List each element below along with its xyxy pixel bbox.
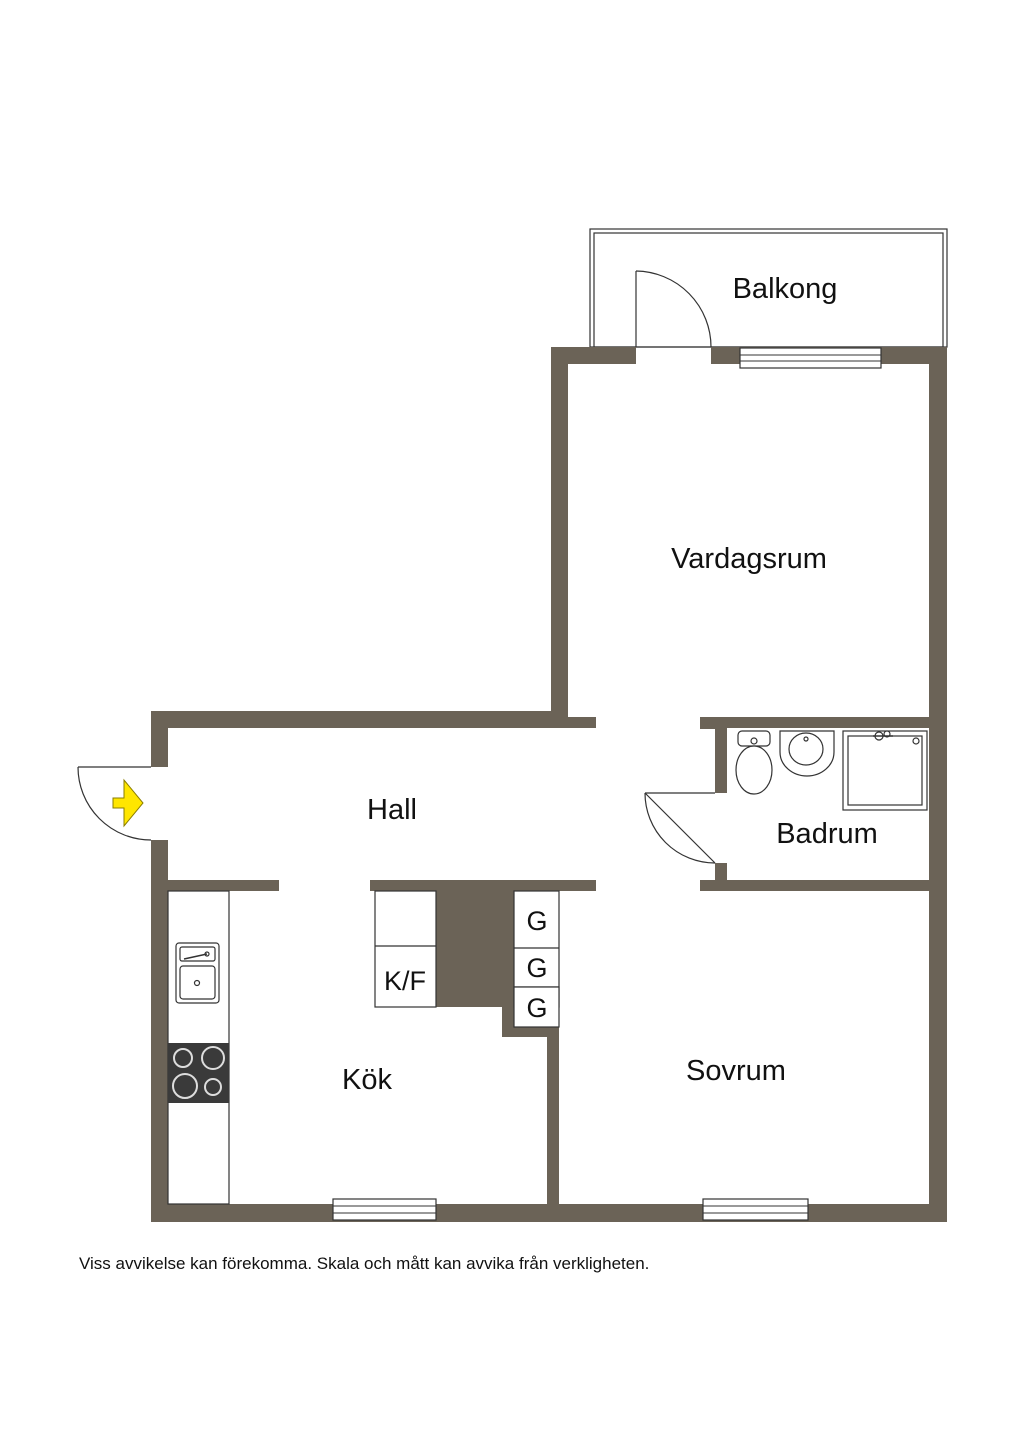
entrance-door xyxy=(77,766,152,841)
sink-icon xyxy=(175,942,220,1004)
room-label-sovrum: Sovrum xyxy=(686,1055,786,1087)
window-sovrum xyxy=(702,1198,809,1221)
window-kok xyxy=(332,1198,437,1221)
room-label-balkong: Balkong xyxy=(733,273,838,305)
wardrobes xyxy=(513,890,560,1028)
closet-label-wardrobe-3: G xyxy=(526,993,547,1023)
bathroom-door xyxy=(644,792,716,864)
room-label-hall: Hall xyxy=(367,794,417,826)
closet-label-wardrobe-2: G xyxy=(526,953,547,983)
closet-label-wardrobe-1: G xyxy=(526,906,547,936)
entrance-arrow-icon xyxy=(112,778,144,828)
window-vardagsrum xyxy=(739,347,882,369)
toilet-icon xyxy=(735,730,773,795)
room-label-vardagsrum: Vardagsrum xyxy=(671,543,827,575)
shower-icon xyxy=(842,730,928,811)
room-label-kok: Kök xyxy=(342,1064,392,1096)
washbasin-icon xyxy=(779,730,835,777)
balcony-door xyxy=(635,270,712,348)
disclaimer-text: Viss avvikelse kan förekomma. Skala och … xyxy=(79,1254,650,1273)
closet-label-fridge-freezer: K/F xyxy=(384,966,426,996)
fridge-freezer xyxy=(374,890,437,1008)
hob-icon xyxy=(168,1043,229,1103)
room-label-badrum: Badrum xyxy=(776,818,878,850)
walls xyxy=(151,347,947,1222)
